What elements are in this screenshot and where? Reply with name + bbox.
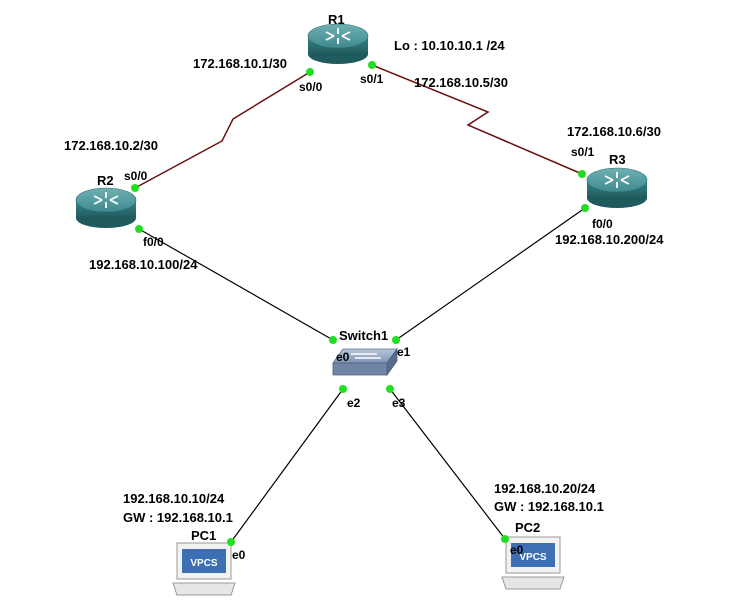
switch1-e2-label: e2 xyxy=(347,396,361,410)
r2-name-label: R2 xyxy=(97,173,114,188)
port-dot-sw-e1[interactable] xyxy=(392,336,400,344)
r3-s01-ip-label: 172.168.10.6/30 xyxy=(567,124,661,139)
pc2-ip-label: 192.168.10.20/24 xyxy=(494,481,596,496)
switch1[interactable] xyxy=(332,347,398,377)
ethernet-link-r3-switch xyxy=(395,207,586,341)
port-dot-r1-s00[interactable] xyxy=(306,68,314,76)
port-dot-pc2-e0[interactable] xyxy=(501,535,509,543)
r1-name-label: R1 xyxy=(328,12,345,27)
port-dot-r3-s01[interactable] xyxy=(578,170,586,178)
ethernet-link-switch-pc1 xyxy=(230,388,344,543)
r3-s01-iface-label: s0/1 xyxy=(571,145,595,159)
r2-f00-ip-label: 192.168.10.100/24 xyxy=(89,257,198,272)
switch1-e3-label: e3 xyxy=(392,396,406,410)
port-dot-r1-s01[interactable] xyxy=(368,61,376,69)
port-dots xyxy=(131,61,589,546)
r3-name-label: R3 xyxy=(609,152,626,167)
pc2[interactable]: VPCS xyxy=(501,536,565,590)
router-r2[interactable] xyxy=(75,187,137,228)
pc2-screen-label: VPCS xyxy=(519,552,547,563)
r1-s00-iface-label: s0/0 xyxy=(299,80,323,94)
pc1-gw-label: GW : 192.168.10.1 xyxy=(123,510,233,525)
r2-s00-ip-label: 172.168.10.2/30 xyxy=(64,138,158,153)
r1-s01-iface-label: s0/1 xyxy=(360,72,384,86)
r1-loopback-label: Lo : 10.10.10.1 /24 xyxy=(394,38,505,53)
serial-link-r1-r2 xyxy=(134,71,311,189)
pc1-name-label: PC1 xyxy=(191,528,217,543)
port-dot-r2-f00[interactable] xyxy=(135,225,143,233)
router-r1[interactable] xyxy=(307,23,369,64)
pc1-e0-label: e0 xyxy=(232,548,246,562)
pc1-screen-label: VPCS xyxy=(190,558,218,569)
port-dot-pc1-e0[interactable] xyxy=(227,538,235,546)
port-dot-r2-s00[interactable] xyxy=(131,184,139,192)
switch1-e1-label: e1 xyxy=(397,345,411,359)
pc1[interactable]: VPCS xyxy=(172,542,236,596)
router-r3[interactable] xyxy=(586,167,648,208)
port-dot-sw-e2[interactable] xyxy=(339,385,347,393)
r3-f00-iface-label: f0/0 xyxy=(592,217,613,231)
pc2-e0-label: e0 xyxy=(510,543,524,557)
switch1-name-label: Switch1 xyxy=(339,328,389,343)
serial-link-r1-r3 xyxy=(371,64,583,175)
ethernet-link-r2-switch xyxy=(138,228,334,341)
pc2-name-label: PC2 xyxy=(515,520,541,535)
r3-f00-ip-label: 192.168.10.200/24 xyxy=(555,232,664,247)
r2-f00-iface-label: f0/0 xyxy=(143,235,164,249)
r1-s00-ip-label: 172.168.10.1/30 xyxy=(193,56,287,71)
port-dot-r3-f00[interactable] xyxy=(581,204,589,212)
pc2-gw-label: GW : 192.168.10.1 xyxy=(494,499,604,514)
switch1-e0-label: e0 xyxy=(336,350,350,364)
pc1-ip-label: 192.168.10.10/24 xyxy=(123,491,225,506)
port-dot-sw-e0[interactable] xyxy=(329,336,337,344)
ethernet-link-switch-pc2 xyxy=(389,388,506,540)
r2-s00-iface-label: s0/0 xyxy=(124,169,148,183)
port-dot-sw-e3[interactable] xyxy=(386,385,394,393)
r1-s01-ip-label: 172.168.10.5/30 xyxy=(414,75,508,90)
